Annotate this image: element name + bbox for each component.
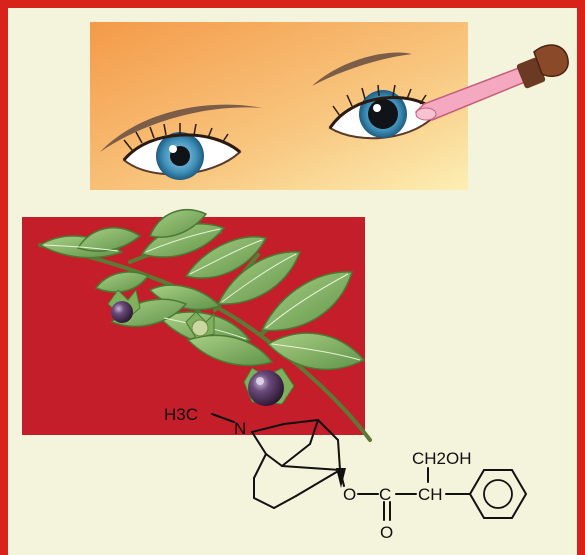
stereo-wedge	[336, 468, 346, 488]
eye-panel	[90, 22, 569, 190]
belladonna-flower-icon	[107, 288, 141, 323]
plant-panel	[22, 209, 372, 442]
right-eyebrow	[312, 52, 412, 86]
methine-label: CH	[418, 485, 443, 504]
right-eye-icon	[328, 84, 440, 140]
left-eye-icon	[122, 123, 242, 180]
phenyl-ring-icon	[468, 469, 528, 519]
carbonyl-carbon-label: C	[379, 485, 391, 504]
ester-oxygen-label: O	[343, 485, 356, 504]
eye-dropper-icon	[414, 44, 569, 121]
left-eyebrow	[100, 104, 262, 152]
atropine-structure: H3C N CH2OH O C CH O	[164, 405, 528, 542]
nitrogen-label: N	[234, 419, 246, 438]
methyl-label: H3C	[164, 405, 198, 424]
unripe-berry-icon	[185, 311, 215, 339]
hydroxymethyl-label: CH2OH	[412, 449, 472, 468]
ripe-berry-icon	[243, 367, 295, 406]
carbonyl-oxygen-label: O	[380, 523, 393, 542]
